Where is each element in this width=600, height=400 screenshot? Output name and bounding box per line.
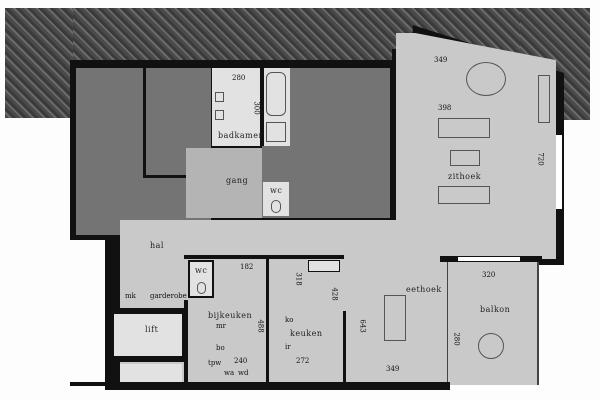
room-label-eethoek: eethoek <box>406 285 442 294</box>
label-mk: mk <box>125 292 136 300</box>
room-label-bijkeuken: bijkeuken <box>208 311 253 320</box>
dim-keuken-height: 318 <box>294 272 303 286</box>
label-wd: wd <box>238 369 249 377</box>
dim-eet-height: 643 <box>358 319 367 333</box>
label-bo: bo <box>216 344 225 352</box>
dim-hal-height: 428 <box>330 287 339 301</box>
room-label-hal: hal <box>150 241 164 250</box>
room-label-wc: wc <box>270 186 283 195</box>
toilet <box>197 282 206 294</box>
room-label-wc-hal: wc <box>195 266 208 275</box>
room-label-keuken: keuken <box>290 329 323 338</box>
dim-zit-height: 720 <box>536 152 545 166</box>
label-ir: ir <box>285 343 291 351</box>
room-label-gang: gang <box>226 176 249 185</box>
dim-bijk-height: 488 <box>256 319 265 333</box>
sideboard <box>538 75 550 123</box>
kitchen-wall <box>184 255 344 259</box>
shower <box>266 122 286 142</box>
label-ko: ko <box>285 316 294 324</box>
dim-eet-width: 349 <box>386 365 400 373</box>
dim-balkon-width: 320 <box>482 271 496 279</box>
round-table <box>466 62 506 96</box>
sink <box>215 92 224 102</box>
bijkeuken-wall <box>184 300 188 383</box>
kitchen-divider <box>266 258 269 383</box>
balkon <box>447 262 539 385</box>
stairwell <box>120 364 182 382</box>
label-mr: mr <box>216 322 226 330</box>
dim-bijk-width: 240 <box>234 357 248 365</box>
dim-zit-sofa: 398 <box>438 104 452 112</box>
label-tpw: tpw <box>208 359 222 367</box>
room-label-zithoek: zithoek <box>448 172 482 181</box>
coffee-table <box>450 150 480 166</box>
dim-balkon-height: 280 <box>452 332 461 346</box>
dining-table <box>384 295 406 341</box>
label-garderobe: garderobe <box>150 292 187 300</box>
sofa <box>438 118 490 138</box>
dim-bad-width: 280 <box>232 74 246 82</box>
room-label-badkamer: badkamer <box>218 131 263 140</box>
storage-closet <box>308 260 340 272</box>
aerial-photo-background-left <box>5 8 73 118</box>
round-dining-table <box>478 333 504 359</box>
bathtub <box>266 72 286 116</box>
room-label-lift: lift <box>145 325 159 334</box>
kitchen-counter-wall <box>343 311 346 383</box>
sink <box>215 110 224 120</box>
lift <box>114 314 182 356</box>
balkon-door <box>458 257 520 261</box>
sofa <box>438 186 490 204</box>
badkamer <box>212 68 260 146</box>
dim-zit-top: 349 <box>434 56 448 64</box>
dim-keuken-width: 272 <box>296 357 310 365</box>
gang <box>186 148 262 218</box>
dim-bijk-top: 182 <box>240 263 254 271</box>
window <box>556 135 562 209</box>
toilet <box>271 200 281 213</box>
room-label-balkon: balkon <box>480 305 511 314</box>
dim-bad-height: 300 <box>252 101 261 115</box>
label-wa: wa <box>224 369 235 377</box>
south-wall <box>70 382 450 386</box>
